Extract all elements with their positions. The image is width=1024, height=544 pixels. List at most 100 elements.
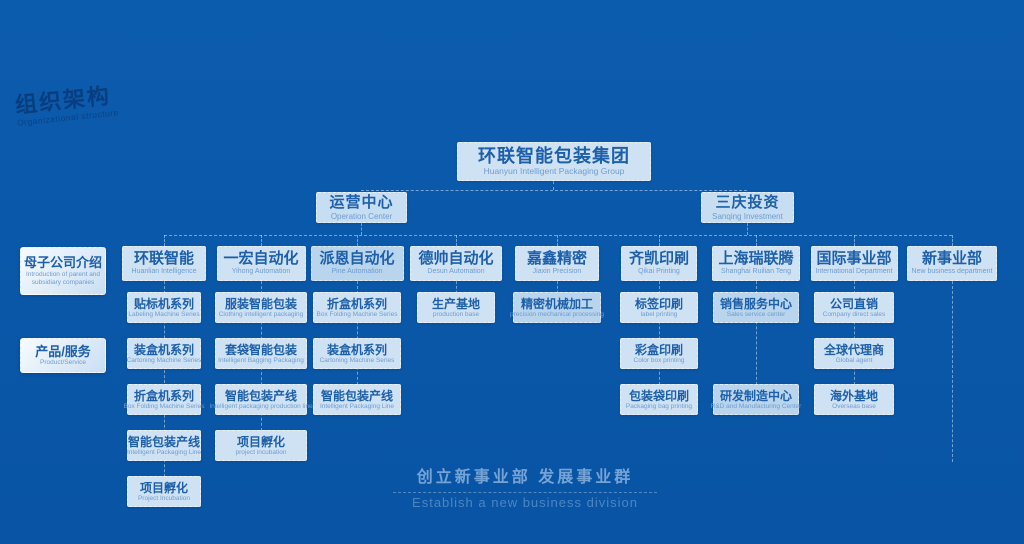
node-title: 嘉鑫精密: [526, 250, 587, 268]
node-title: 派恩自动化: [319, 250, 395, 268]
connector-line: [854, 235, 855, 246]
node-subtitle: Huanlian Intelligence: [131, 268, 197, 276]
connector-line: [456, 235, 457, 246]
node-title: 装盒机系列: [133, 342, 194, 357]
node-subtitle: Jiaxin Precision: [532, 268, 582, 276]
node-subtitle: Global agent: [835, 356, 873, 364]
node-title: 精密机械加工: [520, 296, 593, 311]
node-title: 全球代理商: [823, 342, 884, 357]
connector-line: [164, 235, 165, 246]
connector-line: [164, 235, 952, 236]
node-title: 智能包装产线: [320, 388, 393, 403]
legend-title: 产品/服务: [35, 343, 91, 359]
connector-line: [361, 223, 362, 235]
node-title: 新事业部: [921, 250, 982, 268]
node-subtitle: Project Incubation: [137, 494, 191, 502]
footer-divider: [393, 491, 657, 493]
node-title: 德帅自动化: [418, 250, 494, 268]
connector-line: [553, 181, 554, 190]
node-title: 装盒机系列: [326, 342, 387, 357]
node-subtitle: Intelligent Packaging Line: [126, 448, 202, 456]
footer-note: 创立新事业部 发展事业群 Establish a new business di…: [385, 468, 665, 510]
node-subtitle: International Department: [815, 268, 893, 276]
node-title: 套袋智能包装: [224, 342, 297, 357]
connector-line: [756, 235, 757, 246]
branch-subtitle: Operation Center: [330, 211, 393, 221]
node-subtitle: Box Folding Machine Series: [123, 402, 205, 410]
node-subtitle: precision mechanical processing: [510, 310, 604, 318]
branch-title: 运营中心: [329, 193, 394, 211]
node-subtitle: project incubation: [235, 448, 287, 456]
connector-line: [756, 281, 757, 400]
node-subtitle: Pine Automation: [331, 268, 383, 276]
node-subtitle: New business department: [911, 268, 993, 276]
node-subtitle: Company direct sales: [822, 310, 886, 318]
page-watermark: 组织架构 Organizational structure: [14, 83, 119, 128]
node-subtitle: Box Folding Machine Series: [316, 310, 398, 318]
node-subtitle: Qikai Printing: [638, 268, 680, 276]
connector-line: [952, 281, 953, 462]
footer-note-title: 创立新事业部 发展事业群: [416, 469, 634, 486]
connector-line: [659, 235, 660, 246]
node-title: 环联智能: [133, 250, 194, 268]
branch-node-operation-center: 运营中心 Operation Center: [316, 192, 407, 223]
root-node-group: 环联智能包装集团 Huanyun Intelligent Packaging G…: [457, 142, 651, 181]
node-subtitle: Color box printing: [633, 356, 685, 364]
node-subtitle: Labeling Machine Series: [128, 310, 200, 318]
node-subtitle: label printing: [640, 310, 678, 318]
connector-line: [557, 235, 558, 246]
legend-subtitle: Product/Service: [40, 359, 86, 367]
node-subtitle: Cartoning Machine Series: [126, 356, 202, 364]
node-subtitle: R&D and Manufacturing Center: [710, 402, 802, 410]
node-subtitle: Cartoning Machine Series: [319, 356, 395, 364]
branch-title: 三庆投资: [715, 193, 780, 211]
branch-node-sanqing-investment: 三庆投资 Sanqing Investment: [701, 192, 794, 223]
root-node-title: 环联智能包装集团: [478, 145, 630, 166]
node-title: 项目孵化: [236, 434, 285, 449]
node-subtitle: Yihong Automation: [231, 268, 291, 276]
node-title: 上海瑞联腾: [718, 250, 794, 268]
node-title: 研发制造中心: [719, 388, 792, 403]
node-subtitle: Intelligent Bagging Packaging: [218, 356, 304, 364]
node-title: 折盒机系列: [326, 296, 387, 311]
legend-subtitle: Introduction of parent and subsidiary co…: [25, 270, 101, 286]
connector-line: [357, 235, 358, 246]
root-node-subtitle: Huanyun Intelligent Packaging Group: [483, 166, 625, 177]
node-subtitle: Packaging bag printing: [625, 402, 693, 410]
connector-line: [361, 190, 747, 191]
node-title: 服装智能包装: [224, 296, 297, 311]
node-subtitle: Sales service center: [726, 310, 786, 318]
node-title: 彩盒印刷: [634, 342, 683, 357]
node-subtitle: Intelligent packaging production line: [209, 402, 313, 410]
node-title: 智能包装产线: [224, 388, 297, 403]
node-title: 贴标机系列: [133, 296, 194, 311]
legend-title: 母子公司介绍: [23, 255, 102, 271]
footer-note-subtitle: Establish a new business division: [412, 494, 638, 510]
node-subtitle: Overseas base: [832, 402, 876, 410]
legend-parent-subsidiary: 母子公司介绍 Introduction of parent and subsid…: [20, 247, 106, 295]
connector-line: [952, 235, 953, 246]
